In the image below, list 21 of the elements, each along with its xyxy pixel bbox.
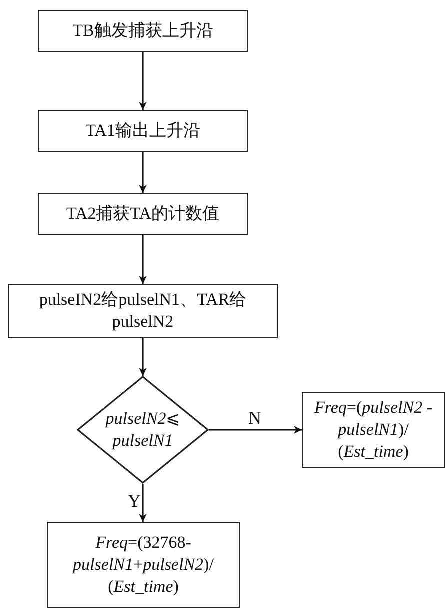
box-text: pulseIN2给pulselN1、TAR给pulselN2: [38, 289, 248, 333]
process-box: [38, 10, 248, 52]
box-text: pulselN2⩽ pulselN1: [104, 408, 182, 452]
process-box: [38, 110, 248, 152]
arrow: [139, 152, 147, 193]
edge-label: Y: [127, 491, 142, 511]
arrow: [139, 235, 147, 284]
box-text: TA2捕获TA的计数值: [65, 203, 221, 225]
arrow: [139, 52, 147, 110]
arrow: [139, 338, 147, 376]
process-box: [8, 284, 278, 338]
box-text: TB触发捕获上升沿: [72, 20, 214, 42]
box-text: Freq=(32768- pulselN1+pulselN2)/ (Est_time): [71, 532, 215, 598]
process-box: [38, 193, 248, 235]
arrow: [209, 426, 302, 434]
arrow: [139, 484, 147, 522]
process-box: [302, 392, 445, 468]
box-text: Freq=(pulselN2 -pulselN1)/ (Est_time): [313, 397, 434, 463]
process-box: [47, 522, 240, 608]
decision-diamond: [77, 376, 209, 484]
box-text: TA1输出上升沿: [84, 120, 202, 142]
